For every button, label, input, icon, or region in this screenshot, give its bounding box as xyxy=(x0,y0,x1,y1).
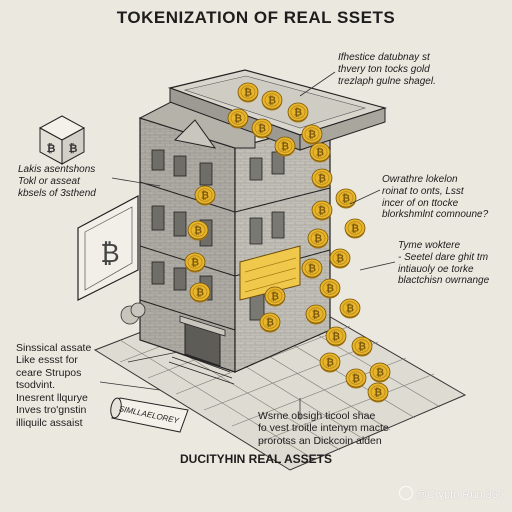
annotation-right-upper: Owrathre lokelon roinat to onts, Lsst in… xyxy=(382,174,489,221)
document-scroll xyxy=(110,397,189,433)
bitcoin-cube-icon: ₿ ₿ xyxy=(38,115,86,165)
annotation-top-right: Ifhestice datubnay st thvery ton tocks g… xyxy=(338,52,436,87)
leader-lines xyxy=(99,71,396,420)
watermark-logo-icon xyxy=(398,486,413,500)
annotation-left-upper: Lakis asentshons Tokl or asseat kbsels o… xyxy=(18,164,96,199)
watermark-text: @Crypto Run 360 xyxy=(415,489,504,501)
watermark: @Crypto Run 360 xyxy=(398,486,504,501)
bitcoin-sign-icon: ₿ xyxy=(77,195,139,301)
footer-caption: DUCITYHIN REAL ASSETS xyxy=(179,452,332,466)
annotation-left-lower: Sinssical assate Like essst for ceare St… xyxy=(16,342,92,392)
page-title: TOKENIZATION OF REAL SSETS xyxy=(116,8,396,27)
annotation-left-bottom: Inesrent llqurye Inves tro'gnstin illiqu… xyxy=(16,392,88,429)
annotation-right-middle: Tyme woktere - Seetel dare ghit tm intia… xyxy=(398,240,490,287)
svg-text:₿: ₿ xyxy=(69,142,78,155)
annotation-bottom-right: Wsrne obsigh ticool shae fo vest troitle… xyxy=(258,410,389,447)
svg-text:₿: ₿ xyxy=(100,239,119,269)
svg-text:₿: ₿ xyxy=(47,142,56,155)
